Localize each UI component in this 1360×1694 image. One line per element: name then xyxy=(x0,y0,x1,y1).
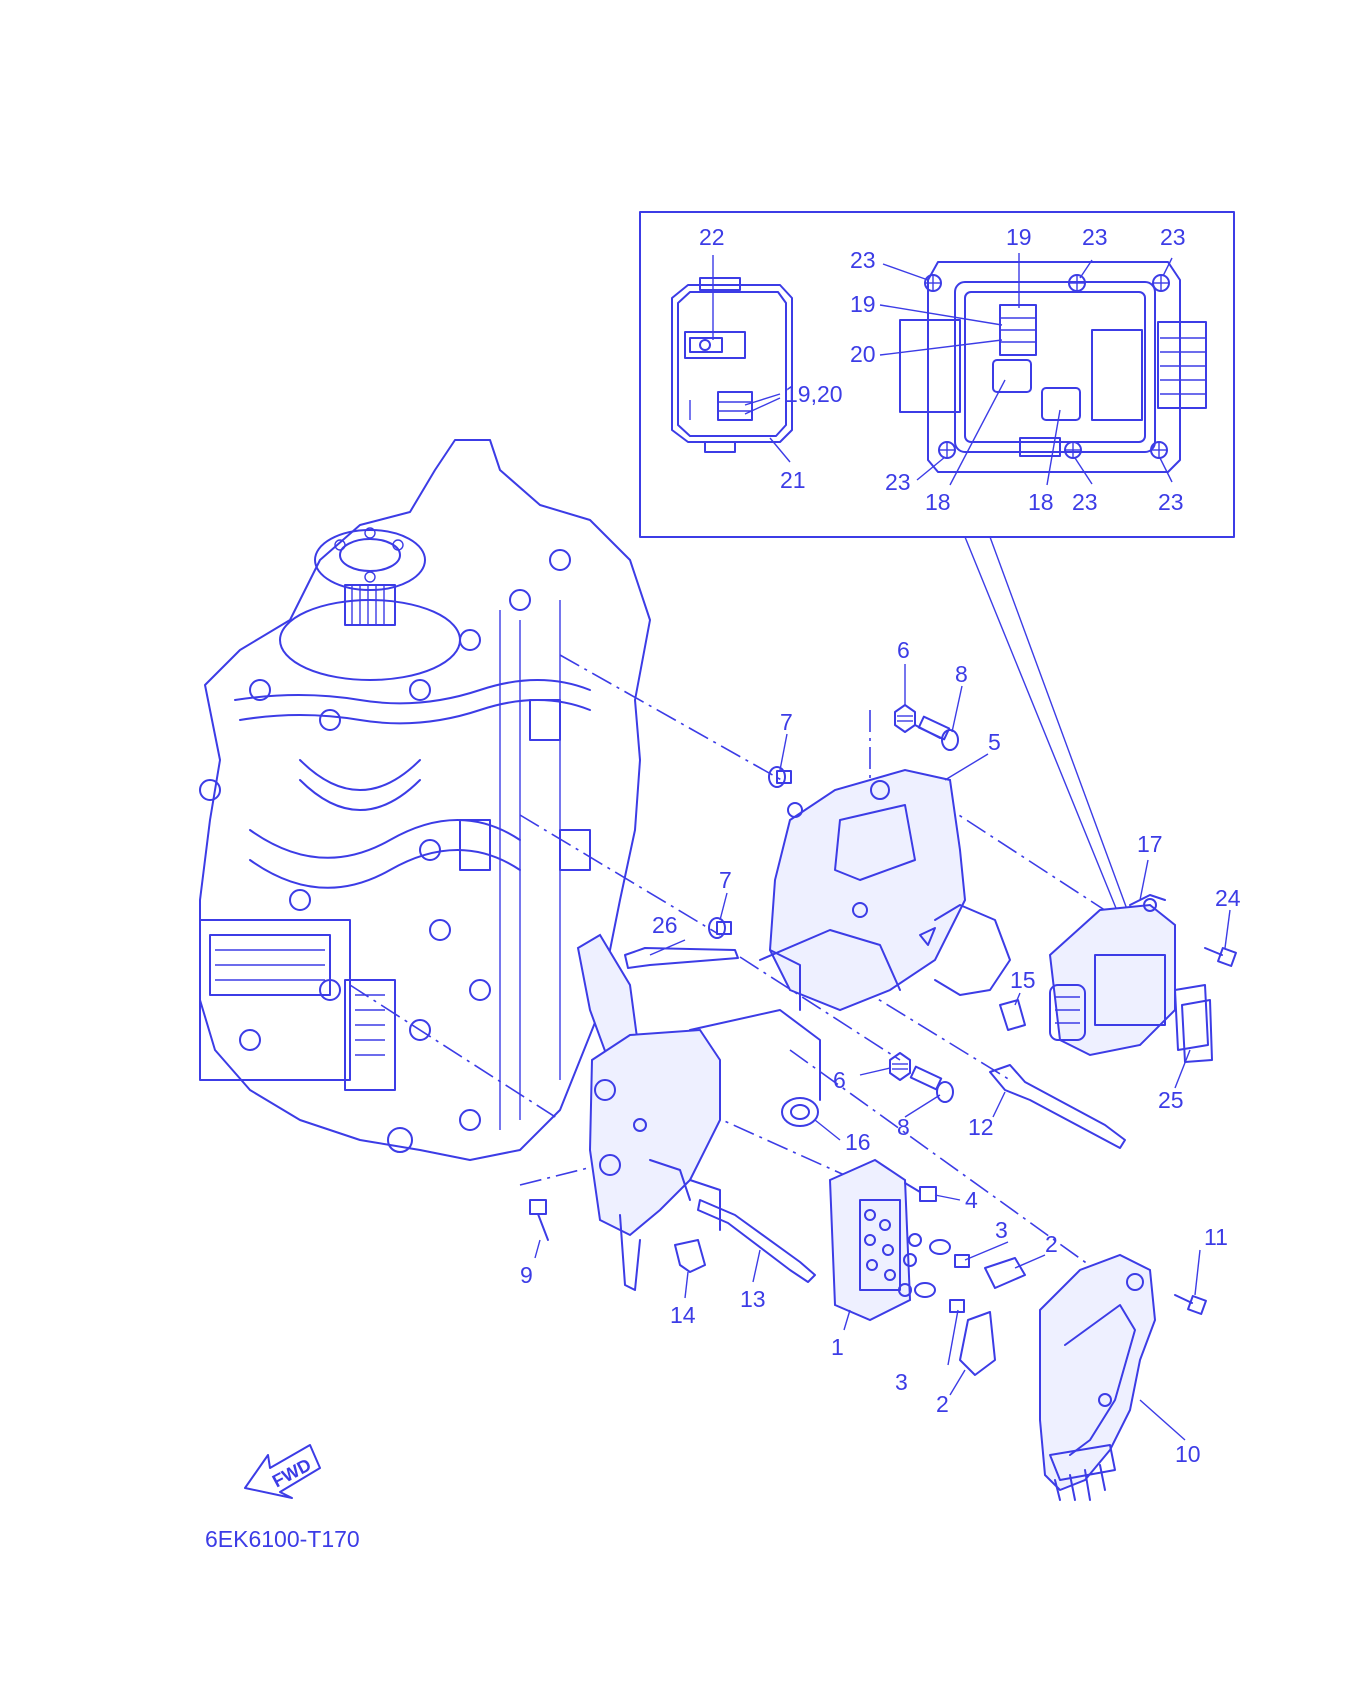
callout-23c: 23 xyxy=(1160,224,1186,250)
callout-6b: 6 xyxy=(833,1067,846,1093)
inset-detail xyxy=(639,211,1235,919)
callout-23e: 23 xyxy=(1072,489,1098,515)
callout-15: 15 xyxy=(1010,967,1036,993)
engine-block xyxy=(199,439,651,1161)
callout-2b: 2 xyxy=(936,1391,949,1417)
callout-4: 4 xyxy=(965,1187,978,1213)
small-parts xyxy=(529,704,1237,1376)
callout-11: 11 xyxy=(1204,1224,1228,1250)
callout-10: 10 xyxy=(1175,1441,1201,1467)
callout-26: 26 xyxy=(652,912,678,938)
cdi-unit-1 xyxy=(828,1158,922,1322)
callout-24: 24 xyxy=(1215,885,1241,911)
ecu-17 xyxy=(1048,894,1213,1063)
bracket-5 xyxy=(768,768,1011,1012)
callout-23d: 23 xyxy=(885,469,911,495)
callout-9: 9 xyxy=(520,1262,533,1288)
screw-holes xyxy=(924,274,1170,459)
callout-23a: 23 xyxy=(850,247,876,273)
engine-bolts xyxy=(199,549,571,1153)
callout-12: 12 xyxy=(968,1114,994,1140)
callout-25: 25 xyxy=(1158,1087,1184,1113)
callout-7b: 7 xyxy=(719,867,732,893)
callout-13: 13 xyxy=(740,1286,766,1312)
callout-22: 22 xyxy=(699,224,725,250)
callout-18a: 18 xyxy=(925,489,951,515)
callout-8a: 8 xyxy=(955,661,968,687)
fwd-arrow-icon: FWD xyxy=(244,1444,321,1499)
leader-lines xyxy=(534,664,1231,1441)
callout-21: 21 xyxy=(780,467,806,493)
callout-23f: 23 xyxy=(1158,489,1184,515)
callout-19b: 19 xyxy=(850,291,876,317)
callout-18b: 18 xyxy=(1028,489,1054,515)
callout-23b: 23 xyxy=(1082,224,1108,250)
ecu-plate xyxy=(899,261,1207,473)
cover-10 xyxy=(1039,1253,1157,1501)
callout-20: 20 xyxy=(850,341,876,367)
bracket-main xyxy=(576,929,901,1291)
callout-7a: 7 xyxy=(780,709,793,735)
callout-3b: 3 xyxy=(895,1369,908,1395)
callout-19a: 19 xyxy=(1006,224,1032,250)
callout-2a: 2 xyxy=(1045,1231,1058,1257)
callout-8b: 8 xyxy=(897,1114,910,1140)
callout-3a: 3 xyxy=(995,1217,1008,1243)
callout-5: 5 xyxy=(988,729,1001,755)
callout-19-20: 19,20 xyxy=(785,381,843,407)
callout-labels: 22 21 19,20 19 19 20 23 23 23 23 23 23 1… xyxy=(205,224,1241,1552)
callout-14: 14 xyxy=(670,1302,696,1328)
callout-16: 16 xyxy=(845,1129,871,1155)
callout-6a: 6 xyxy=(897,637,910,663)
callout-17: 17 xyxy=(1137,831,1163,857)
connector-housing-21 xyxy=(671,277,793,453)
callout-1: 1 xyxy=(831,1334,844,1360)
diagram-code: 6EK6100-T170 xyxy=(205,1526,360,1552)
